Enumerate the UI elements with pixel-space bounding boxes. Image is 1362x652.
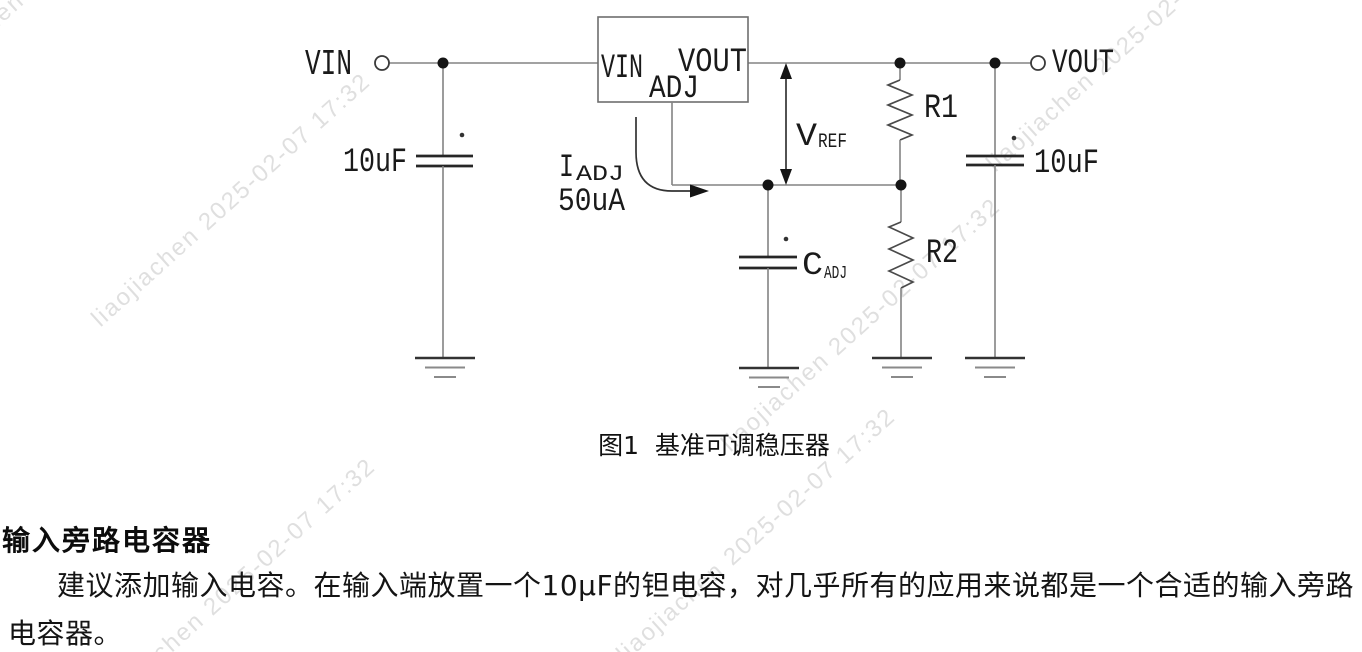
vin-terminal-circle: [374, 55, 390, 71]
body-paragraph: 建议添加输入电容。在输入端放置一个10μF的钽电容，对几乎所有的应用来说都是一个…: [8, 562, 1362, 652]
regulator-box: [597, 16, 749, 103]
paragraph-line: 电容器。: [8, 617, 123, 650]
paragraph-line: 建议添加输入电容。在输入端放置一个10μF的钽电容，对几乎所有的应用来说都是一个…: [57, 569, 1355, 602]
polarity-dot: [1011, 135, 1017, 141]
vref-label: VREF: [796, 118, 847, 155]
regulator-pin-vin-label: VIN: [601, 50, 643, 88]
output-cap-value-label: 10uF: [1034, 145, 1099, 183]
regulator-pin-adj-label: ADJ: [649, 70, 699, 107]
regulator-pin-vout-label: VOUT: [678, 44, 747, 82]
ground-symbol: [872, 356, 932, 378]
ground-symbol: [965, 356, 1025, 378]
r1-label: R1: [924, 90, 958, 128]
iadj-value-label: 50uA: [558, 183, 626, 220]
ground-symbol: [739, 366, 799, 388]
ground-symbol: [415, 356, 475, 378]
junction-dot: [437, 57, 449, 69]
section-heading: 输入旁路电容器: [2, 524, 213, 557]
iadj-arrow: [635, 117, 709, 198]
resistor-r2: [886, 221, 916, 289]
resistor-r1: [885, 79, 915, 141]
polarity-dot: [783, 236, 789, 242]
junction-dot: [894, 57, 906, 69]
iadj-label: IADJ: [559, 149, 624, 187]
vref-arrow: [780, 63, 792, 185]
cadj-label: CADJ: [802, 247, 847, 284]
r2-label: R2: [926, 235, 958, 273]
junction-dot: [989, 57, 1001, 69]
figure-caption: 图1 基准可调稳压器: [598, 431, 830, 460]
junction-dot: [762, 179, 774, 191]
junction-dot: [895, 179, 907, 191]
polarity-dot: [459, 132, 465, 138]
vin-terminal-label: VIN: [305, 44, 352, 85]
vout-terminal-circle: [1030, 55, 1046, 71]
input-cap-value-label: 10uF: [343, 144, 407, 182]
circuit-diagram: VIN VOUT VIN VOUT ADJ 10uF 10uF R1 R2 VR…: [305, 16, 1114, 388]
vout-terminal-label: VOUT: [1052, 45, 1114, 83]
